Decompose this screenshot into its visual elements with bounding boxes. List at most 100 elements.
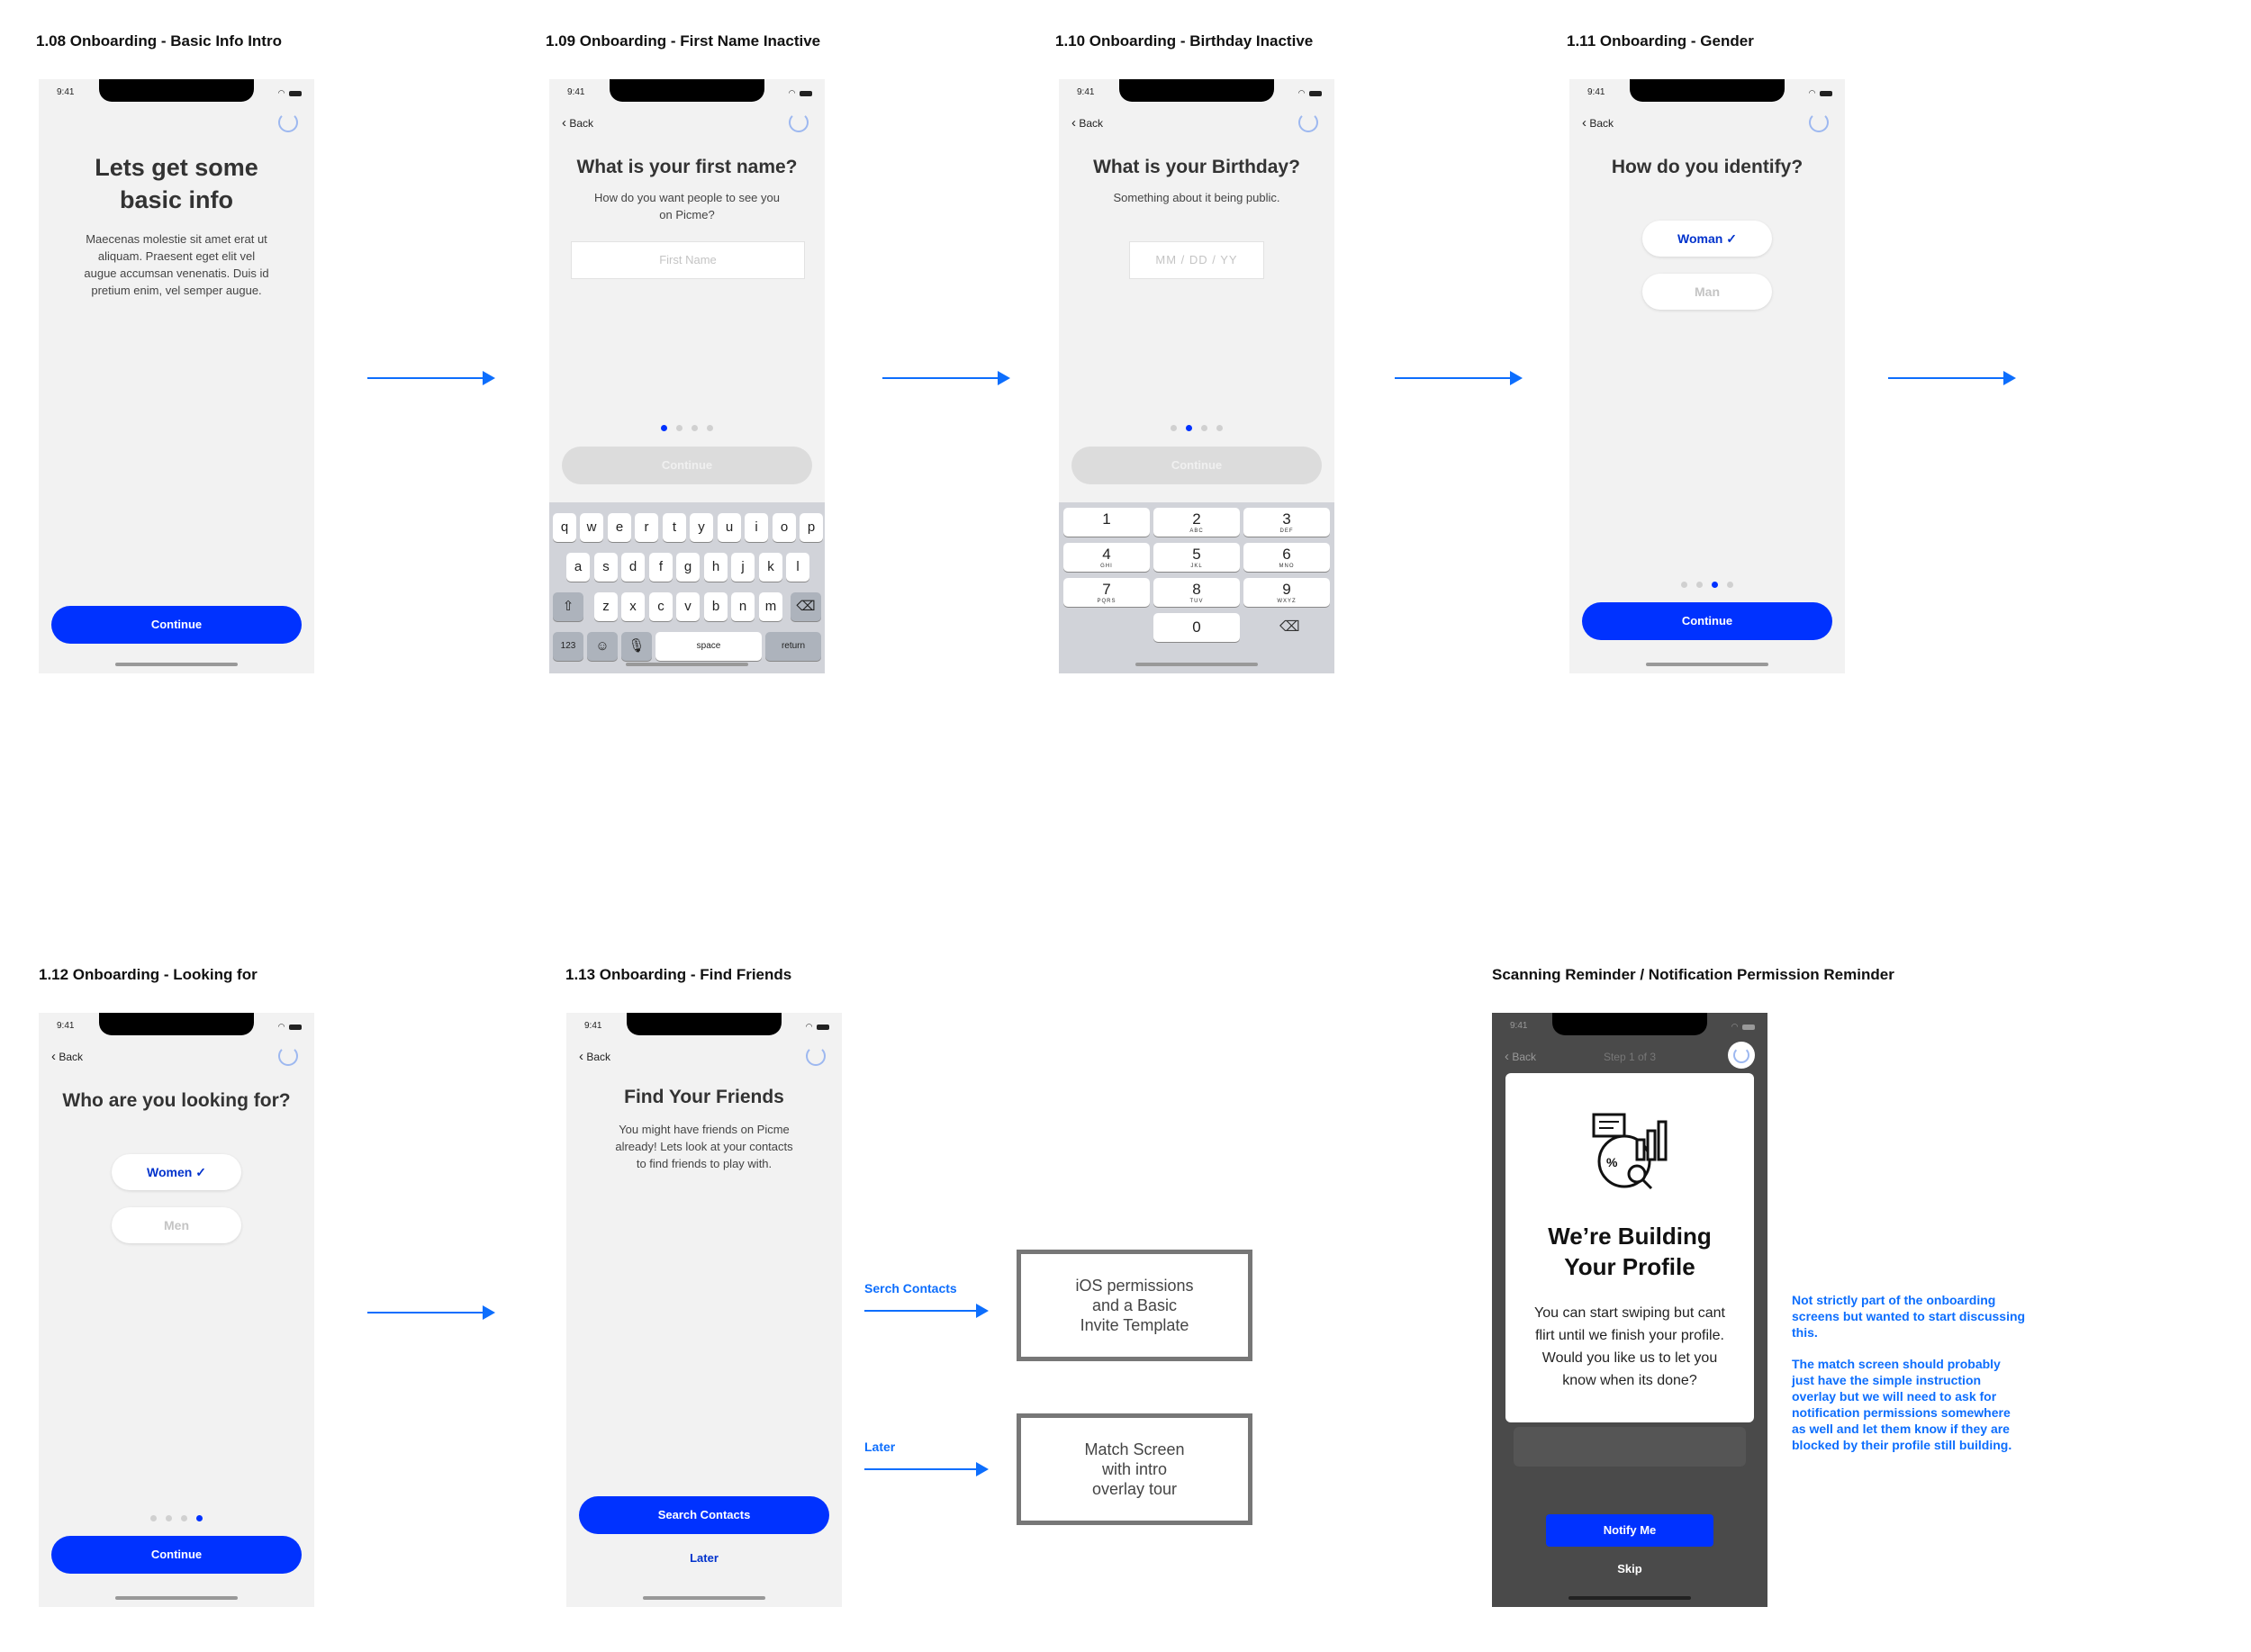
card-body: You can start swiping but cant flirt unt…	[1514, 1302, 1745, 1392]
key[interactable]: p	[800, 513, 823, 542]
first-name-input[interactable]: First Name	[571, 241, 805, 279]
status-time: 9:41	[57, 87, 75, 97]
space-key[interactable]: space	[655, 632, 762, 661]
status-icons: ◠	[1809, 88, 1832, 98]
key[interactable]: o	[773, 513, 796, 542]
battery-icon	[1820, 90, 1832, 96]
notify-me-button[interactable]: Notify Me	[1546, 1514, 1713, 1547]
key[interactable]: u	[718, 513, 741, 542]
key[interactable]: r	[635, 513, 658, 542]
back-button[interactable]: ‹ Back	[1071, 115, 1103, 131]
key[interactable]: b	[704, 592, 728, 621]
key[interactable]: t	[663, 513, 686, 542]
option-man[interactable]: Man	[1642, 274, 1772, 310]
flow-arrow	[1395, 371, 1523, 385]
birthday-input[interactable]: MM / DD / YY	[1129, 241, 1264, 279]
key[interactable]: e	[608, 513, 631, 542]
back-button[interactable]: ‹ Back	[1505, 1049, 1536, 1064]
battery-icon	[817, 1024, 829, 1030]
page-dots	[1569, 576, 1845, 592]
box-line: Match Screen	[1084, 1440, 1185, 1458]
flow-arrow	[864, 1462, 989, 1476]
return-key[interactable]: return	[765, 632, 821, 661]
key[interactable]: y	[690, 513, 713, 542]
key[interactable]: j	[731, 553, 755, 582]
emoji-key[interactable]: ☺	[587, 632, 618, 661]
key[interactable]: c	[649, 592, 673, 621]
key[interactable]: a	[566, 553, 590, 582]
key[interactable]: l	[786, 553, 809, 582]
key[interactable]: z	[594, 592, 618, 621]
building-profile-card: % We’re Building Your Profile You can st…	[1505, 1073, 1754, 1422]
wifi-icon: ◠	[277, 88, 286, 97]
subheading: How do you want people to see you on Pic…	[576, 189, 798, 223]
digit: 9	[1282, 581, 1291, 598]
key[interactable]: f	[649, 553, 673, 582]
battery-icon	[1742, 1024, 1755, 1030]
skip-link[interactable]: Skip	[1617, 1562, 1642, 1575]
chevron-left-icon: ‹	[1582, 115, 1587, 131]
option-woman[interactable]: Woman ✓	[1642, 221, 1772, 257]
match-screen-box: Match Screen with intro overlay tour	[1017, 1413, 1252, 1525]
key[interactable]: v	[676, 592, 700, 621]
notch	[99, 1013, 254, 1035]
continue-button[interactable]: Continue	[1582, 602, 1832, 640]
search-contacts-button[interactable]: Search Contacts	[579, 1496, 829, 1534]
numpad-key-zero[interactable]: 0	[1153, 613, 1240, 642]
option-women[interactable]: Women ✓	[112, 1154, 241, 1190]
later-link[interactable]: Later	[690, 1551, 719, 1565]
back-button[interactable]: ‹ Back	[579, 1049, 610, 1064]
screen-title-1-09: 1.09 Onboarding - First Name Inactive	[546, 32, 821, 50]
key[interactable]: n	[731, 592, 755, 621]
option-men[interactable]: Men	[112, 1207, 241, 1243]
screen-profile-reminder: 9:41 ◠ ‹ Back Step 1 of 3 % We’re Buildi…	[1492, 1013, 1767, 1607]
find-friends-body: You might have friends on Picme already!…	[593, 1121, 815, 1172]
key[interactable]: g	[676, 553, 700, 582]
battery-icon	[1309, 90, 1322, 96]
home-indicator	[626, 663, 748, 666]
page-dot	[1201, 425, 1207, 431]
back-button[interactable]: ‹ Back	[1582, 115, 1614, 131]
continue-button-disabled[interactable]: Continue	[562, 447, 812, 484]
page-dot	[1696, 582, 1703, 588]
key[interactable]: x	[621, 592, 645, 621]
dictation-key[interactable]: 🎙	[621, 632, 652, 661]
back-button[interactable]: ‹ Back	[51, 1049, 83, 1064]
wifi-icon: ◠	[277, 1022, 286, 1031]
heading-line: basic info	[119, 186, 234, 213]
key[interactable]: q	[553, 513, 576, 542]
screen-gender: 9:41 ◠ ‹ Back How do you identify? Woman…	[1569, 79, 1845, 673]
continue-button-disabled[interactable]: Continue	[1071, 447, 1322, 484]
box-line: and a Basic	[1091, 1296, 1178, 1314]
shift-key[interactable]: ⇧	[553, 592, 583, 621]
key[interactable]: i	[745, 513, 768, 542]
note-not-strictly: Not strictly part of the onboarding scre…	[1792, 1293, 2026, 1340]
home-indicator	[1135, 663, 1258, 666]
continue-button[interactable]: Continue	[51, 606, 302, 644]
key[interactable]: h	[704, 553, 728, 582]
continue-button[interactable]: Continue	[51, 1536, 302, 1574]
key[interactable]: m	[759, 592, 782, 621]
key[interactable]: d	[621, 553, 645, 582]
key[interactable]: k	[759, 553, 782, 582]
back-button[interactable]: ‹ Back	[562, 115, 593, 131]
key[interactable]: w	[580, 513, 603, 542]
numpad-key[interactable]: 1	[1063, 508, 1150, 537]
backspace-icon[interactable]: ⌫	[1279, 619, 1300, 635]
screen-title-1-10: 1.10 Onboarding - Birthday Inactive	[1055, 32, 1314, 50]
numbers-key[interactable]: 123	[553, 632, 583, 661]
key[interactable]: s	[594, 553, 618, 582]
letters: PQRS	[1097, 599, 1116, 604]
page-dot	[181, 1515, 187, 1521]
body-line: You might have friends on Picme	[619, 1123, 790, 1136]
delete-key[interactable]: ⌫	[791, 592, 821, 621]
